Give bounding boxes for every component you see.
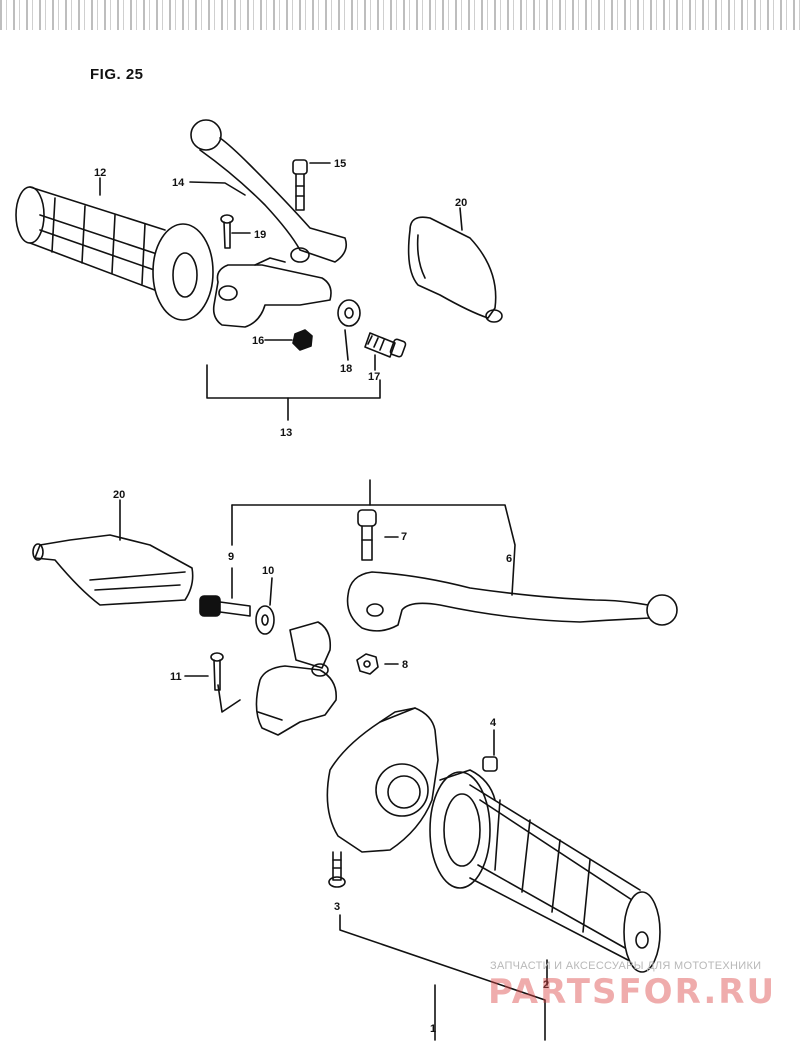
group-bracket-13 xyxy=(206,364,381,399)
lever-cover-upper xyxy=(407,216,503,323)
callout-11: 11 xyxy=(170,671,182,683)
callout-6: 6 xyxy=(506,553,512,565)
callout-2: 2 xyxy=(543,979,549,991)
scan-noise xyxy=(0,0,800,30)
brake-lever xyxy=(346,571,678,632)
watermark-logo: PARTSFOR.RU xyxy=(488,972,777,1012)
clutch-lever xyxy=(190,119,348,263)
housing-screw xyxy=(328,851,346,888)
lever-pivot-bolt xyxy=(292,159,308,211)
brake-nut xyxy=(356,653,379,675)
callout-labels: 1 2 3 4 6 7 8 9 10 11 12 13 14 15 16 17 … xyxy=(94,158,549,1035)
throttle-housing xyxy=(326,707,439,853)
lever-bracket xyxy=(212,257,332,328)
callout-15: 15 xyxy=(334,158,346,170)
callout-3: 3 xyxy=(334,901,340,913)
lower-lever-bracket xyxy=(255,621,337,736)
bracket-screw-lower xyxy=(210,652,224,691)
callout-12: 12 xyxy=(94,167,106,179)
watermark-caption: ЗАПЧАСТИ И АКСЕССУАРЫ ДЛЯ МОТОТЕХНИКИ xyxy=(490,960,762,972)
callout-14: 14 xyxy=(172,177,185,189)
toothed-washer xyxy=(255,605,275,635)
callout-1: 1 xyxy=(430,1023,436,1035)
adjuster-bolt xyxy=(199,595,251,617)
left-grip xyxy=(15,186,214,321)
callout-7: 7 xyxy=(401,531,407,543)
callout-10: 10 xyxy=(262,565,274,577)
bracket-screw xyxy=(220,214,234,249)
callout-18: 18 xyxy=(340,363,352,375)
figure-title: FIG. 25 xyxy=(90,66,144,83)
group-bracket-6 xyxy=(231,504,516,596)
callout-9: 9 xyxy=(228,551,234,563)
callout-17: 17 xyxy=(368,371,380,383)
washer xyxy=(337,299,361,327)
callout-4: 4 xyxy=(490,717,497,729)
cable-adjuster xyxy=(364,332,407,358)
callout-19: 19 xyxy=(254,229,266,241)
lever-cover-lower xyxy=(32,534,194,606)
callout-16: 16 xyxy=(252,335,264,347)
callout-13: 13 xyxy=(280,427,292,439)
callout-8: 8 xyxy=(402,659,408,671)
callout-20-lower: 20 xyxy=(113,489,125,501)
pin xyxy=(482,756,498,772)
brake-lever-bolt xyxy=(357,509,377,561)
callout-20-upper: 20 xyxy=(455,197,467,209)
throttle-grip xyxy=(429,769,661,973)
bracket-nut xyxy=(292,329,313,351)
